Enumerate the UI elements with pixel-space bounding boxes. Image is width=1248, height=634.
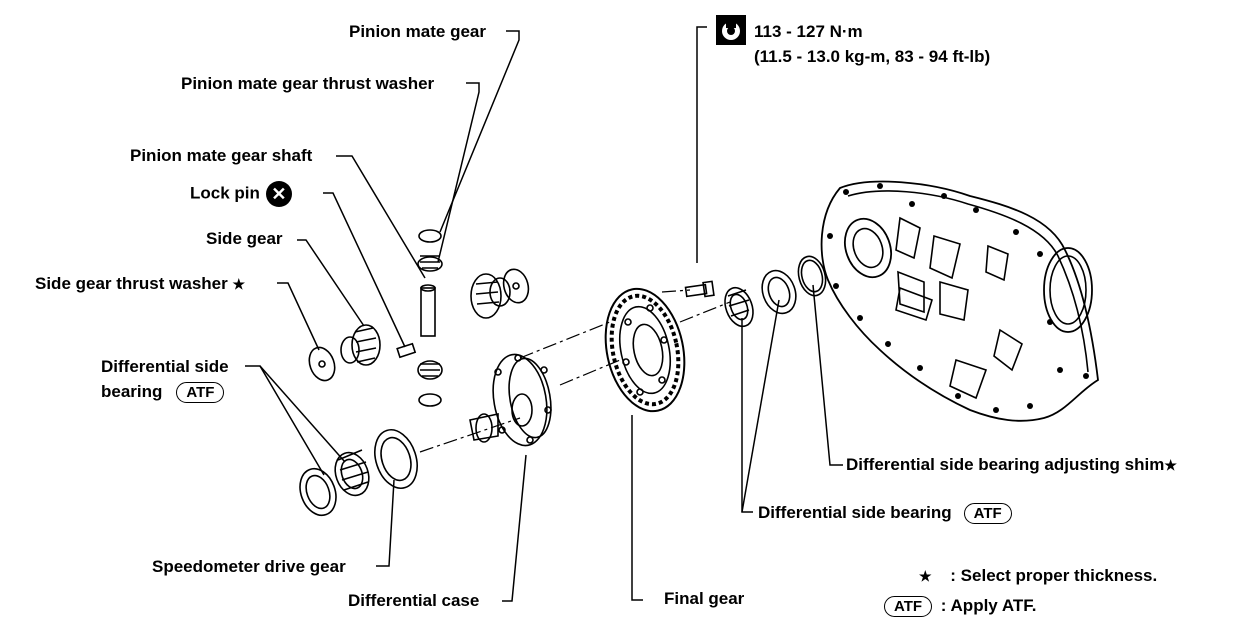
label-final-gear: Final gear xyxy=(664,589,745,608)
leader-lines xyxy=(245,26,843,602)
final-gear-bolt xyxy=(684,280,715,298)
diff-side-bearing-line2-text: bearing xyxy=(101,382,163,401)
pinion-mate-gear-lower xyxy=(417,360,443,407)
atf-badge: ATF xyxy=(176,382,225,403)
differential-case-part xyxy=(469,353,552,447)
legend-atf-badge: ATF xyxy=(884,596,933,617)
torque-spec-nm: 113 - 127 N·m xyxy=(754,22,863,41)
star-icon: ★ xyxy=(232,276,246,292)
legend-star-row: ★ : Select proper thickness. xyxy=(919,566,1157,586)
label-lock-pin: Lock pin✕ xyxy=(190,181,292,207)
label-side-gear: Side gear xyxy=(206,229,283,248)
pinion-mate-gear-upper xyxy=(417,229,443,272)
legend-atf-row: ATF : Apply ATF. xyxy=(884,596,1036,617)
torque-wrench-icon xyxy=(716,15,746,45)
transaxle-housing xyxy=(820,180,1099,422)
lock-pin-part xyxy=(396,342,417,359)
label-pinion-mate-gear-thrust-washer: Pinion mate gear thrust washer xyxy=(181,74,435,93)
adjusting-shim-part xyxy=(797,255,827,297)
label-adjusting-shim: Differential side bearing adjusting shim… xyxy=(846,455,1177,475)
label-pinion-mate-gear-shaft: Pinion mate gear shaft xyxy=(130,146,313,165)
legend-star-text: : Select proper thickness. xyxy=(950,566,1158,585)
label-diff-side-bearing-line1: Differential side xyxy=(101,357,229,376)
legend-star-icon: ★ xyxy=(919,568,932,584)
lock-pin-text: Lock pin xyxy=(190,183,260,203)
final-gear-part xyxy=(604,287,686,413)
differential-side-bearing-text: Differential side bearing xyxy=(758,503,952,522)
side-gear-right xyxy=(470,268,530,319)
pinion-mate-gear-shaft xyxy=(420,284,436,337)
speedometer-drive-gear xyxy=(374,429,418,489)
side-gear-left xyxy=(340,324,381,366)
side-gear-thrust-washer-text: Side gear thrust washer xyxy=(35,274,228,293)
label-differential-case: Differential case xyxy=(348,591,480,610)
star-icon-shim: ★ xyxy=(1164,457,1177,473)
label-speedometer-drive-gear: Speedometer drive gear xyxy=(152,557,346,576)
adjusting-shim-text: Differential side bearing adjusting shim xyxy=(846,455,1165,474)
left-side-bearing-cone xyxy=(334,449,370,497)
label-side-gear-thrust-washer: Side gear thrust washer ★ xyxy=(35,274,245,294)
right-side-bearing-cup xyxy=(761,269,797,315)
atf-badge-right: ATF xyxy=(963,503,1012,524)
label-pinion-mate-gear: Pinion mate gear xyxy=(349,22,486,41)
legend-atf-text: : Apply ATF. xyxy=(940,596,1037,615)
label-differential-side-bearing: Differential side bearing ATF xyxy=(758,503,1012,524)
side-gear-thrust-washer xyxy=(308,346,336,382)
right-side-bearing-cone xyxy=(724,286,754,328)
label-diff-side-bearing-line2: bearing ATF xyxy=(101,382,225,403)
torque-spec-imperial: (11.5 - 13.0 kg-m, 83 - 94 ft-lb) xyxy=(754,47,991,66)
do-not-reuse-icon: ✕ xyxy=(265,181,292,207)
left-side-bearing-cup xyxy=(299,467,337,517)
